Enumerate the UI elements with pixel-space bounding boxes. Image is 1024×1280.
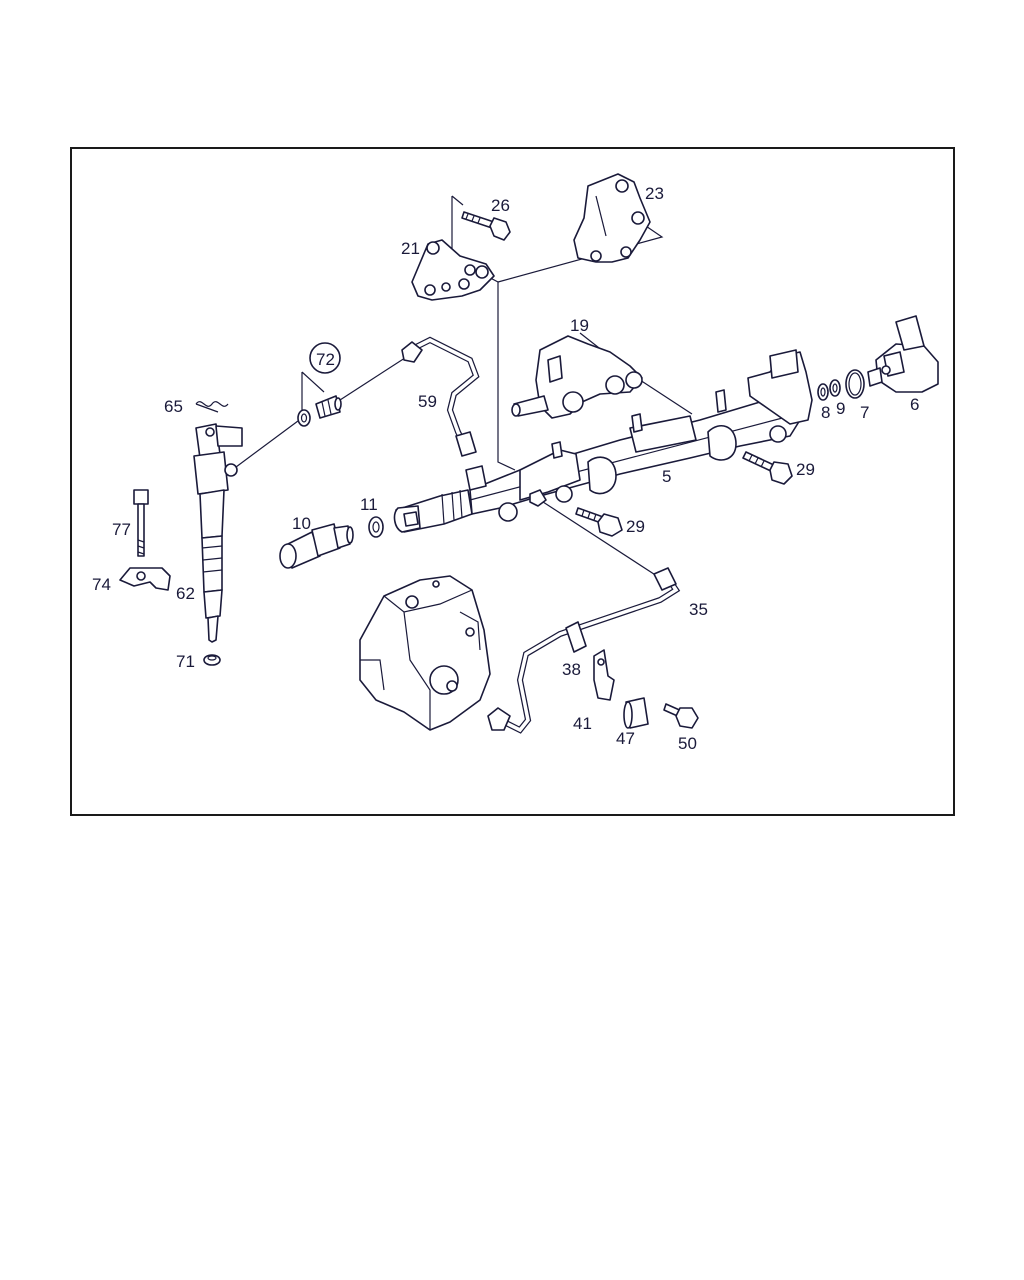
washer-8[interactable] <box>817 383 829 401</box>
fuel-rail-5[interactable] <box>465 349 813 522</box>
label-72: 72 <box>316 350 335 369</box>
bracket-23[interactable] <box>573 173 651 263</box>
rail-sensor[interactable] <box>393 489 473 533</box>
bolt-29-a[interactable] <box>742 451 793 485</box>
label-26: 26 <box>491 196 510 215</box>
seal-ring-72[interactable] <box>297 409 311 427</box>
callout-labels: 23 26 21 19 72 59 65 6 7 8 9 5 29 29 11 … <box>92 184 919 753</box>
clamp-74[interactable] <box>119 567 171 591</box>
label-38: 38 <box>562 660 581 679</box>
leader-lines <box>195 195 693 579</box>
label-7: 7 <box>860 403 869 422</box>
pipe-59[interactable] <box>401 336 480 457</box>
bracket-21[interactable] <box>411 239 495 301</box>
label-74: 74 <box>92 575 111 594</box>
washer-71[interactable] <box>203 654 221 666</box>
bolt-50[interactable] <box>663 703 699 729</box>
washer-11[interactable] <box>368 516 384 538</box>
label-23: 23 <box>645 184 664 203</box>
high-pressure-pump[interactable] <box>359 575 491 731</box>
bolt-26[interactable] <box>461 211 511 241</box>
label-8: 8 <box>821 403 830 422</box>
label-50: 50 <box>678 734 697 753</box>
bracket-19[interactable] <box>511 335 643 419</box>
label-6: 6 <box>910 395 919 414</box>
label-47: 47 <box>616 729 635 748</box>
holder-41[interactable] <box>593 649 615 701</box>
label-9: 9 <box>836 399 845 418</box>
label-59: 59 <box>418 392 437 411</box>
bolt-29-c[interactable] <box>529 489 547 507</box>
label-29-b: 29 <box>626 517 645 536</box>
bolt-29-b[interactable] <box>575 507 623 537</box>
connector-72[interactable] <box>315 395 342 419</box>
label-11: 11 <box>360 495 378 514</box>
label-41: 41 <box>573 714 592 733</box>
label-65: 65 <box>164 397 183 416</box>
grommet-47[interactable] <box>623 697 649 729</box>
label-77: 77 <box>112 520 131 539</box>
pressure-regulator-6[interactable] <box>867 315 939 393</box>
pipe-35[interactable] <box>487 567 681 734</box>
label-35: 35 <box>689 600 708 619</box>
label-21: 21 <box>401 239 420 258</box>
callout-circle-72 <box>309 342 341 374</box>
injector-62[interactable] <box>193 423 243 643</box>
o-ring-7[interactable] <box>845 369 865 399</box>
sensor-10[interactable] <box>279 523 354 569</box>
label-62: 62 <box>176 584 195 603</box>
washer-9[interactable] <box>829 379 841 397</box>
label-71: 71 <box>176 652 195 671</box>
label-29-a: 29 <box>796 460 815 479</box>
label-5: 5 <box>662 467 671 486</box>
label-10: 10 <box>292 514 311 533</box>
leak-clip-65[interactable] <box>195 401 229 407</box>
label-19: 19 <box>570 316 589 335</box>
bolt-77[interactable] <box>133 489 149 557</box>
clip-38[interactable] <box>565 621 587 653</box>
